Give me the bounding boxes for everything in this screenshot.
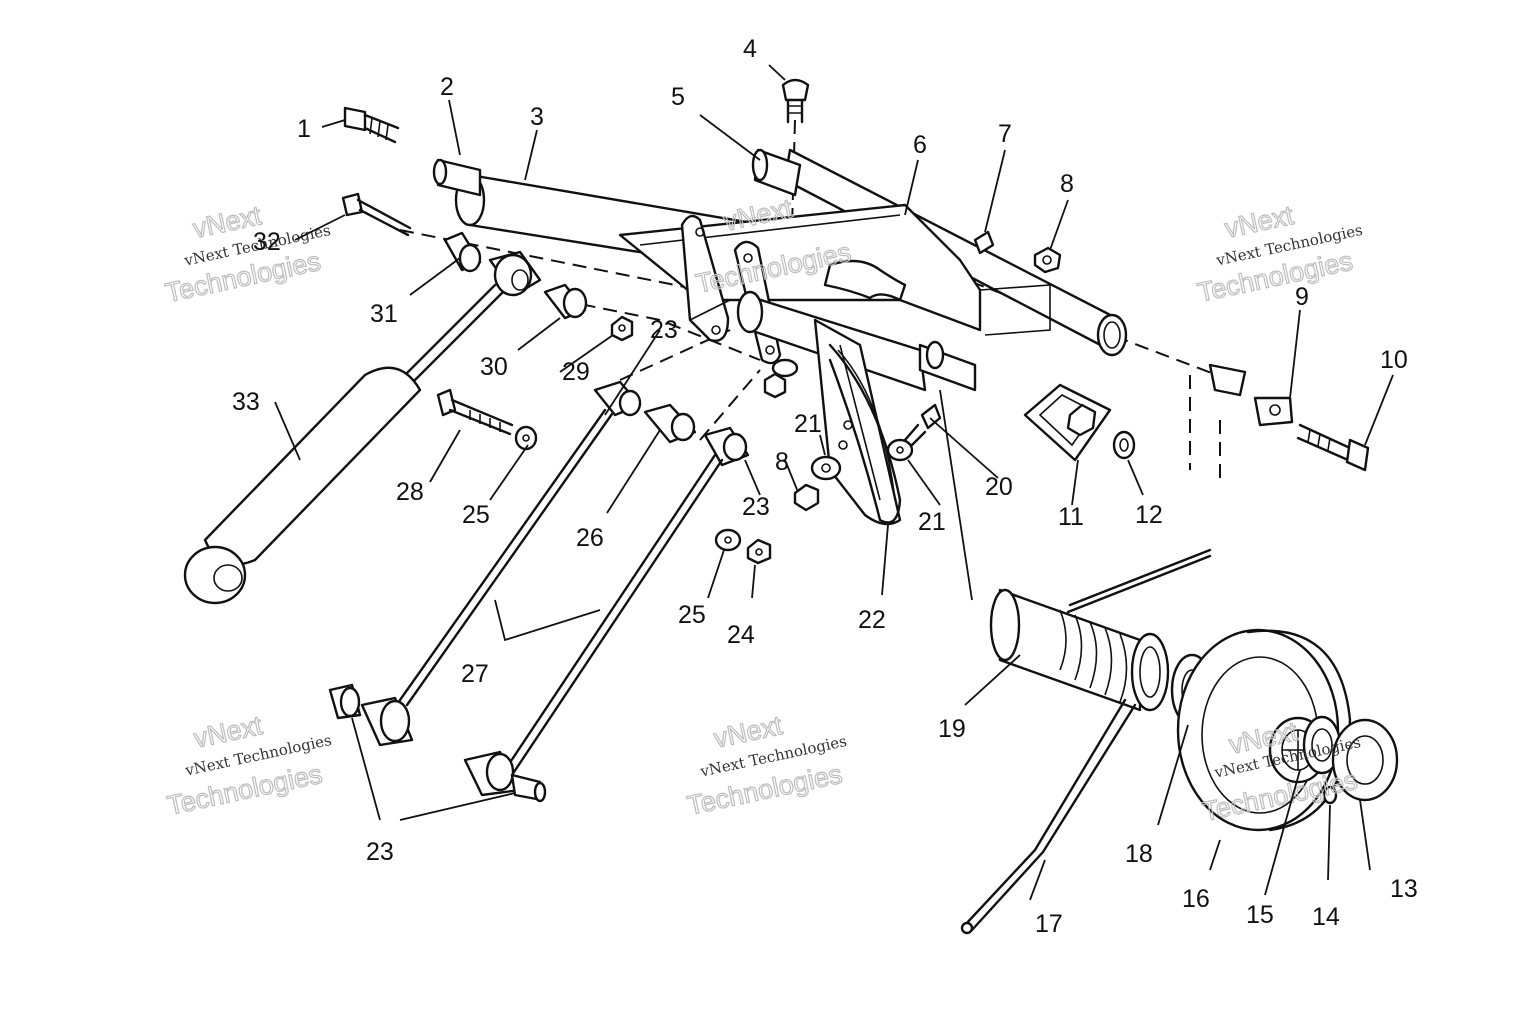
watermark-center-bottom: vNext Technologies vNext Technologies xyxy=(684,709,848,821)
callout-21-right: 21 xyxy=(918,508,946,536)
callout-15: 15 xyxy=(1246,901,1274,929)
callout-16: 16 xyxy=(1182,885,1210,913)
callout-32: 32 xyxy=(253,228,281,256)
callout-17: 17 xyxy=(1035,910,1063,938)
callout-20: 20 xyxy=(985,473,1013,501)
nut-29 xyxy=(610,315,634,342)
clip xyxy=(823,259,907,302)
callout-23-top: 23 xyxy=(650,316,678,344)
bearing-13 xyxy=(1331,718,1399,802)
callout-28: 28 xyxy=(396,478,424,506)
bolt-10 xyxy=(1296,423,1370,472)
nut-7 xyxy=(973,230,995,255)
callout-13: 13 xyxy=(1390,875,1418,903)
callout-23-bottom: 23 xyxy=(366,838,394,866)
shock-absorber xyxy=(183,250,542,605)
callout-21-left: 21 xyxy=(794,410,822,438)
bolt-4 xyxy=(781,78,810,124)
callout-4: 4 xyxy=(743,35,757,63)
callout-27: 27 xyxy=(461,660,489,688)
link-27-right xyxy=(463,426,750,803)
bushing-30 xyxy=(543,283,588,320)
bracket-9 xyxy=(1208,363,1294,427)
callout-19: 19 xyxy=(938,715,966,743)
hub-15 xyxy=(1302,715,1342,775)
callout-24: 24 xyxy=(727,621,755,649)
washer-21-right xyxy=(886,438,914,462)
bushing-26 xyxy=(643,403,697,444)
callout-2: 2 xyxy=(440,73,454,101)
bolt-20 xyxy=(903,403,942,447)
callout-9: 9 xyxy=(1295,283,1309,311)
link-27-left xyxy=(360,380,642,747)
callout-6: 6 xyxy=(913,131,927,159)
callout-labels: 1 2 3 4 5 6 7 8 9 10 11 12 13 14 15 16 1… xyxy=(232,35,1418,938)
leader-lines xyxy=(274,64,1394,901)
callout-10: 10 xyxy=(1380,346,1408,374)
watermark-left-top: vNext Technologies vNext Technologies xyxy=(162,200,332,309)
callout-8-lower: 8 xyxy=(775,448,789,476)
bolt-1 xyxy=(343,106,400,144)
callout-29: 29 xyxy=(562,358,590,386)
spring-assembly xyxy=(960,548,1212,935)
nut-8-top xyxy=(1033,246,1062,274)
block-11 xyxy=(1023,383,1112,462)
clip-14 xyxy=(1322,785,1338,805)
bushing-23-lower-left xyxy=(328,683,362,720)
washer-top xyxy=(763,358,799,399)
bolt-28 xyxy=(436,388,514,436)
callout-22: 22 xyxy=(858,606,886,634)
nut-24 xyxy=(746,538,772,565)
callout-3: 3 xyxy=(530,103,544,131)
callout-12: 12 xyxy=(1135,501,1163,529)
callout-1: 1 xyxy=(297,115,311,143)
washer-21-left xyxy=(810,455,842,481)
callout-30: 30 xyxy=(480,353,508,381)
watermark-right-top: vNext Technologies vNext Technologies xyxy=(1194,199,1364,308)
callout-25-upper: 25 xyxy=(462,501,490,529)
callout-8-top: 8 xyxy=(1060,170,1074,198)
callout-18: 18 xyxy=(1125,840,1153,868)
callout-25-lower: 25 xyxy=(678,601,706,629)
callout-33: 33 xyxy=(232,388,260,416)
washer-25-upper xyxy=(514,425,538,451)
callout-31: 31 xyxy=(370,300,398,328)
callout-14: 14 xyxy=(1312,903,1340,931)
bolt-32 xyxy=(341,192,412,237)
watermark-left-bottom: vNext Technologies vNext Technologies xyxy=(164,709,333,821)
pivot-arm xyxy=(736,290,977,526)
spring-strap xyxy=(828,343,902,524)
callout-11: 11 xyxy=(1058,503,1084,531)
washer-12 xyxy=(1112,430,1136,460)
callout-23-right: 23 xyxy=(742,493,770,521)
callout-26: 26 xyxy=(576,524,604,552)
callout-5: 5 xyxy=(671,83,685,111)
nut-8-lower xyxy=(793,483,820,512)
rear-axle-tube xyxy=(751,148,1128,357)
washer-25-lower xyxy=(714,528,742,552)
callout-7: 7 xyxy=(998,120,1012,148)
